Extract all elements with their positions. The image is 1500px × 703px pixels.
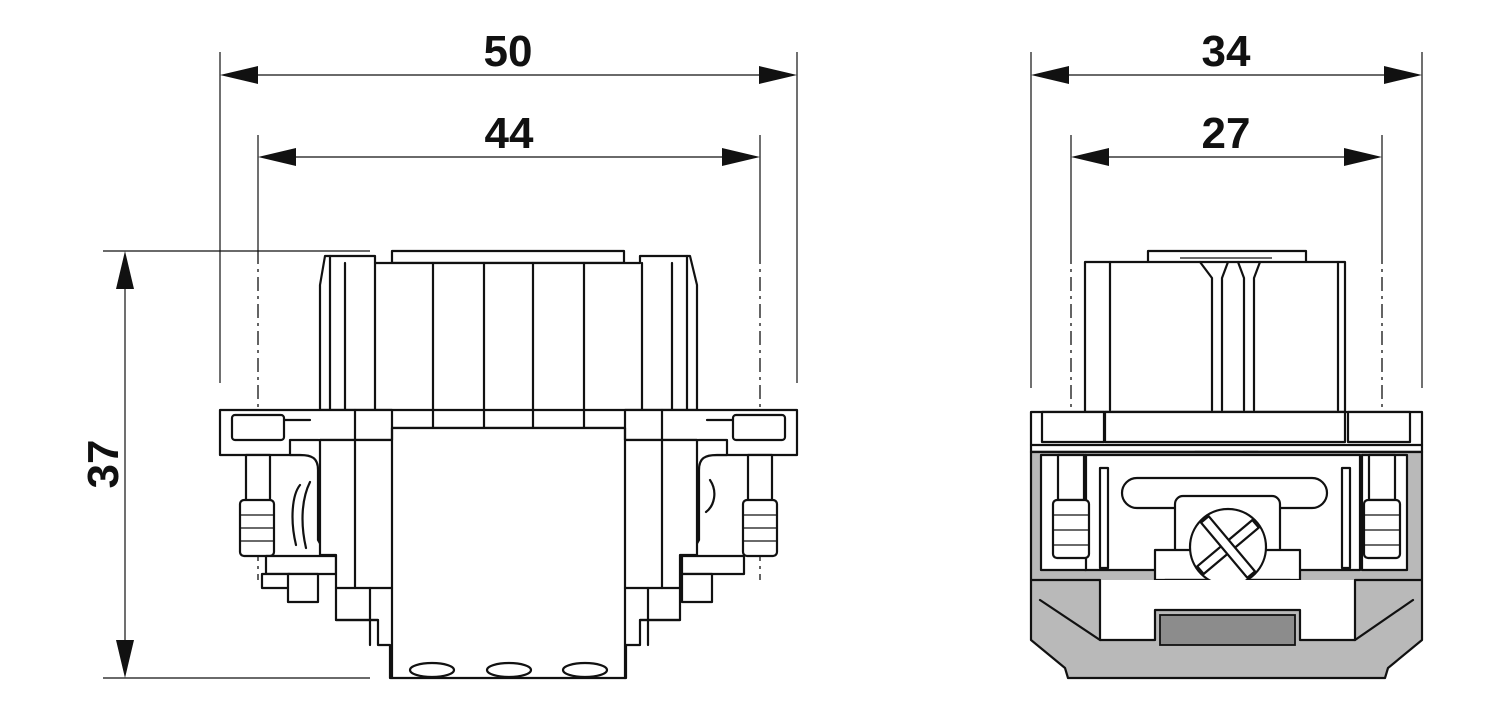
dim-37-label: 37 — [79, 440, 128, 489]
dim-27-label: 27 — [1202, 109, 1251, 158]
dim-34-label: 34 — [1202, 27, 1251, 76]
front-view: 34 27 — [1029, 27, 1424, 680]
dim-50-label: 50 — [484, 27, 533, 76]
dim-44-label: 44 — [485, 109, 534, 158]
side-view: 50 44 37 — [79, 27, 799, 680]
